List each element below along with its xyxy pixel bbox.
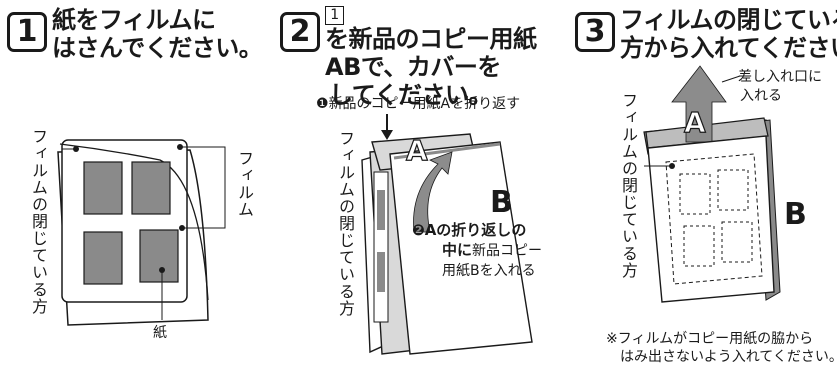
photo-1: [83, 161, 123, 215]
letter-b: B: [784, 197, 807, 232]
step-3-illustration: A B: [643, 65, 807, 303]
photo-edge-1: [377, 190, 385, 230]
film-front-edge: [59, 143, 209, 301]
instruction-2-bold-1: Aの折り返しの: [424, 221, 527, 239]
insert-curved-arrow: [413, 151, 453, 233]
step-1-film-closed-side-label: フィルムの閉じている方: [29, 128, 48, 315]
film-dashed-outline: [665, 153, 763, 285]
photo-3: [83, 231, 123, 285]
instruction-2-bold-2: 中に: [442, 241, 473, 259]
step-3-heading-line-2: 方から入れてください。: [620, 34, 837, 62]
instruction-2-line-3: 用紙Bを入れる: [442, 263, 536, 279]
photo-slot-3: [683, 225, 715, 267]
letter-a: A: [684, 106, 706, 139]
photo-slot-1: [679, 173, 711, 215]
photo-2: [131, 161, 171, 215]
photo-slot-2: [717, 169, 749, 211]
step-3-heading: フィルムの閉じている 方から入れてください。: [620, 6, 837, 62]
step-3-film-closed-side-label: フィルムの閉じている方: [619, 92, 638, 279]
step-3-heading-line-1: フィルムの閉じている: [620, 6, 837, 34]
insertion-label-leader: [721, 75, 741, 83]
step-1-heading-line-1: 紙をフィルムに: [52, 6, 216, 34]
step-2-illustration: A B: [361, 114, 533, 355]
step-number-2: 2: [280, 12, 320, 52]
insertion-label-line-1: 差し入れ口に: [738, 69, 822, 85]
step-1-heading: 紙をフィルムに はさんでください。: [52, 6, 263, 62]
note-line-1: ※フィルムがコピー用紙の脇から: [606, 331, 814, 347]
instruction-1-text: 新品のコピー用紙Aを折り返す: [328, 96, 521, 112]
step-2-heading-line-1-text: を新品のコピー用紙: [325, 25, 537, 53]
step-1-heading-line-2: はさんでください。: [52, 34, 263, 62]
step-2-heading-line-2: ABで、カバーを: [325, 53, 501, 81]
step-number-1: 1: [7, 12, 47, 52]
photo-4: [139, 229, 179, 283]
front-sheet: [647, 135, 775, 303]
note-line-2: はみ出さないよう入れてください。: [620, 349, 837, 365]
step-2-instruction-1: ❶新品のコピー用紙Aを折り返す: [316, 93, 520, 113]
step-1-illustration: [57, 139, 226, 326]
step-3-insertion-label: 差し入れ口に 入れる: [738, 68, 822, 106]
photo-edge-2: [377, 252, 385, 292]
letter-b: B: [490, 185, 513, 220]
instruction-2-line-1: ❷Aの折り返しの: [412, 220, 542, 240]
step-2-heading-ref: 1: [325, 6, 344, 25]
insert-up-arrow: [671, 65, 727, 143]
step-3-note: ※フィルムがコピー用紙の脇から はみ出さないよう入れてください。: [606, 330, 837, 366]
paper-b-shadow: [393, 142, 501, 160]
instruction-2-line-2-rest: 新品コピー: [472, 243, 543, 259]
instruction-1-marker: ❶: [316, 96, 329, 112]
step-number-3: 3: [575, 12, 615, 52]
step-2-film-closed-side-label: フィルムの閉じている方: [336, 130, 355, 317]
step-2-instruction-2: ❷Aの折り返しの 中に新品コピー 用紙Bを入れる: [412, 220, 542, 281]
step-1-paper-label: 紙: [153, 325, 167, 341]
photo-slot-4: [721, 221, 753, 263]
step-1-film-label: フィルム: [235, 150, 254, 218]
instruction-2-line-2: 中に新品コピー: [412, 240, 542, 261]
step-2-heading-line-3: してください。: [329, 81, 493, 109]
fold-arrow-head: [381, 130, 393, 140]
instruction-2-marker: ❷: [412, 221, 425, 239]
insertion-label-line-2: 入れる: [740, 88, 782, 104]
film-bracket: [180, 146, 226, 229]
letter-a: A: [406, 134, 428, 167]
